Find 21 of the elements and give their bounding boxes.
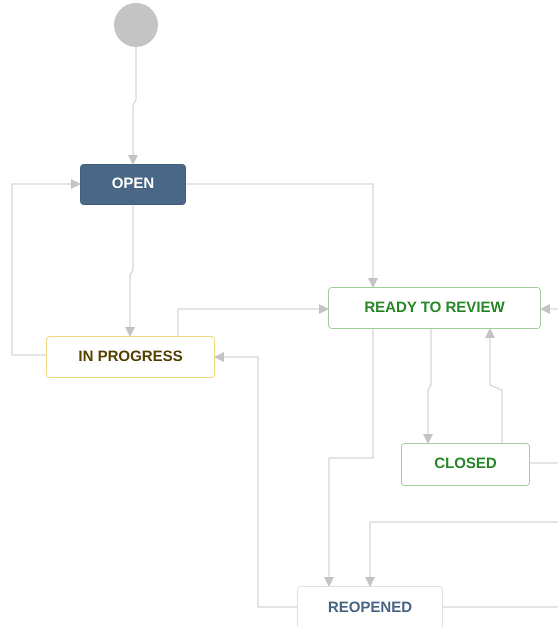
- connector-arrow: [186, 183, 378, 288]
- connector-arrow: [128, 47, 138, 165]
- status-label: READY TO REVIEW: [364, 298, 505, 318]
- connector-arrow: [423, 329, 433, 444]
- status-label: REOPENED: [328, 598, 412, 618]
- status-box: [46, 336, 215, 378]
- connector-arrow: [365, 521, 558, 587]
- connector-arrow: [485, 328, 503, 443]
- status-label: CLOSED: [434, 454, 497, 474]
- connector-arrow: [177, 304, 329, 336]
- connector-arrow: [125, 205, 135, 337]
- connector-arrow: [324, 329, 374, 587]
- status-box: [80, 164, 186, 205]
- connector-arrow: [540, 304, 558, 314]
- connector-arrow: [11, 179, 81, 356]
- status-label: OPEN: [112, 174, 154, 194]
- connector-arrow: [214, 352, 297, 608]
- status-box: [328, 287, 541, 329]
- status-label: IN PROGRESS: [78, 346, 183, 367]
- status-box: [297, 586, 443, 627]
- status-box: [401, 443, 530, 486]
